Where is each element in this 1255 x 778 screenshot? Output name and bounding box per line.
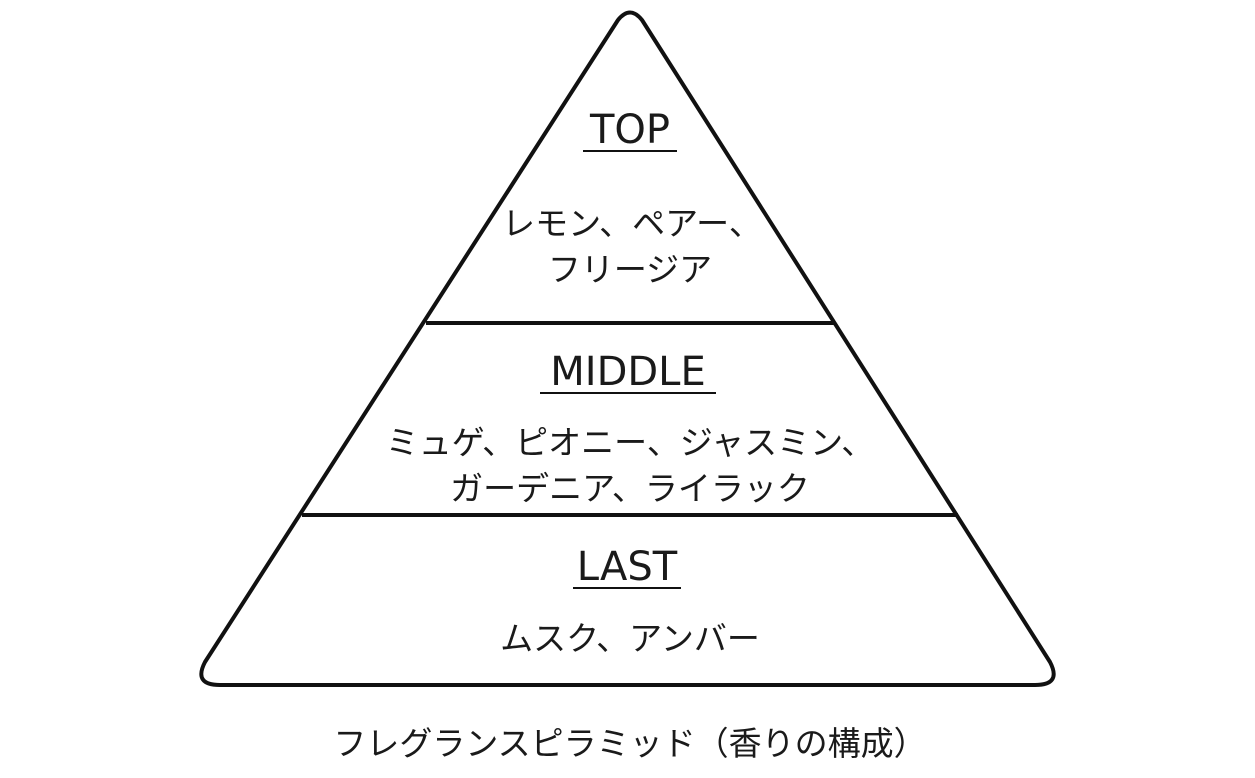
tier-middle-notes-line1: ミュゲ、ピオニー、ジャスミン、 xyxy=(386,423,874,462)
tier-middle-label: MIDDLE xyxy=(550,349,705,395)
tier-top-label: TOP xyxy=(589,107,670,153)
tier-top-notes-line2: フリージア xyxy=(548,250,712,289)
pyramid-outline xyxy=(199,10,1056,687)
tier-last-notes: ムスク、アンバー xyxy=(500,619,760,658)
diagram-caption: フレグランスピラミッド（香りの構成） xyxy=(333,724,926,763)
tier-last-label: LAST xyxy=(577,544,678,590)
tier-middle-notes-line2: ガーデニア、ライラック xyxy=(450,469,810,508)
tier-top-notes-line1: レモン、ペアー、 xyxy=(502,204,762,243)
